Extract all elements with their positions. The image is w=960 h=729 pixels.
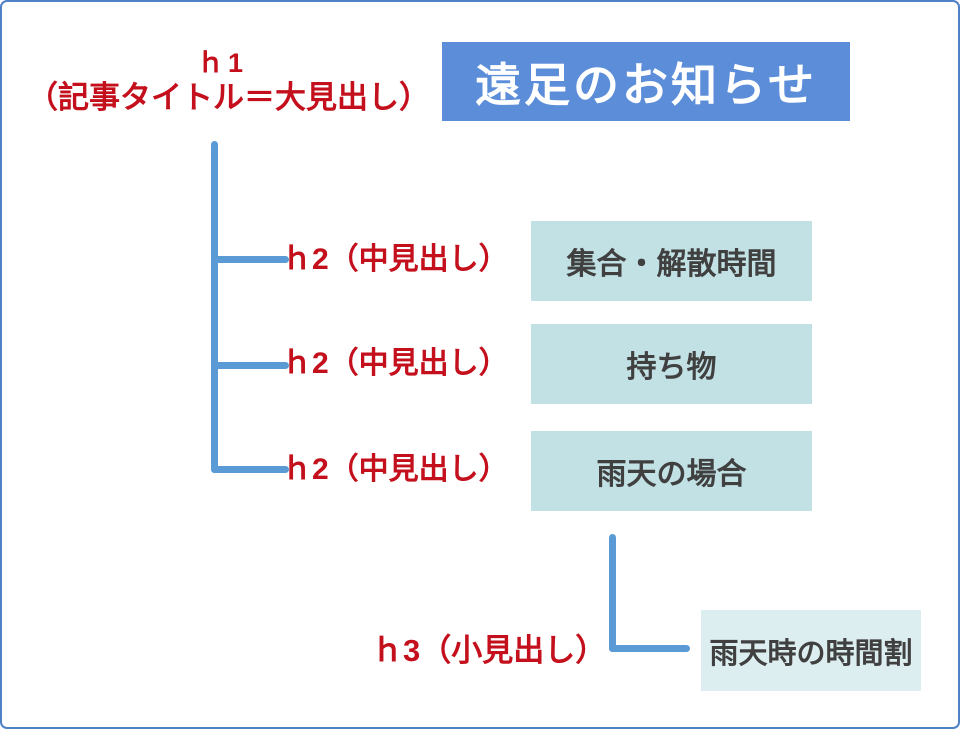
h2-heading-box-2: 持ち物	[531, 324, 812, 404]
h1-tag-label: ｈ1	[196, 48, 248, 78]
h2-label-3: ｈ2（中見出し）	[282, 453, 509, 486]
tree-trunk-line	[211, 141, 218, 473]
h2-label-2: ｈ2（中見出し）	[282, 347, 509, 380]
h1-annotation: ｈ1 （記事タイトル＝大見出し）	[27, 46, 430, 116]
h2-heading-box-1: 集合・解散時間	[531, 221, 812, 301]
h2-heading-text-2: 持ち物	[626, 351, 717, 384]
h2-heading-text-3: 雨天の場合	[596, 458, 747, 491]
h2-heading-box-3: 雨天の場合	[531, 431, 812, 511]
article-title-box: 遠足のお知らせ	[442, 42, 850, 121]
h1-description: （記事タイトル＝大見出し）	[27, 80, 430, 115]
branch-line-3	[211, 466, 289, 473]
h2-label-1: ｈ2（中見出し）	[282, 243, 509, 276]
article-title-text: 遠足のお知らせ	[474, 58, 818, 111]
branch-line-2	[211, 362, 289, 369]
h2-heading-text-1: 集合・解散時間	[566, 248, 777, 281]
h3-connector-horizontal	[609, 645, 690, 652]
h3-connector-vertical	[609, 534, 616, 652]
h3-heading-text: 雨天時の時間割	[709, 637, 913, 670]
branch-line-1	[211, 256, 289, 263]
h3-heading-box: 雨天時の時間割	[701, 610, 921, 691]
h3-label: ｈ3（小見出し）	[372, 633, 607, 668]
